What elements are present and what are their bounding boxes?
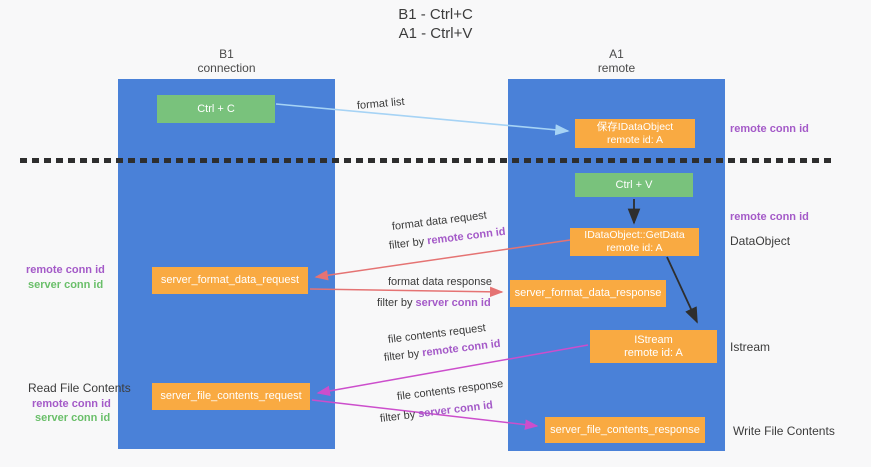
node-istream: IStream remote id: A: [590, 330, 717, 363]
label-format-data-response: format data response: [388, 276, 492, 288]
node-idataobject-getdata: IDataObject::GetData remote id: A: [570, 228, 699, 256]
label-format-response-filter: filter by server conn id: [377, 297, 491, 309]
label-format-list: format list: [356, 95, 406, 112]
getdata-line2: remote id: A: [606, 242, 663, 254]
node-ctrl-c: Ctrl + C: [157, 95, 275, 123]
node-server-format-data-request: server_format_data_request: [152, 267, 308, 294]
node-saved-idataobject: 保存IDataObject remote id: A: [575, 119, 695, 148]
ctrl-v-label: Ctrl + V: [615, 178, 653, 191]
node-ctrl-v: Ctrl + V: [575, 173, 693, 197]
format-response-label: server_format_data_response: [514, 287, 662, 299]
title-line-1: B1 - Ctrl+C: [398, 6, 473, 23]
lane-a1-name: A1: [609, 47, 624, 61]
label-server-conn-id-left-2: server conn id: [35, 412, 111, 424]
saved-idataobject-line1: 保存IDataObject: [596, 120, 674, 133]
copy-paste-divider-dashed-line: [20, 158, 832, 163]
lane-b1-name: B1: [219, 47, 234, 61]
lane-a1-role: remote: [597, 61, 636, 75]
filter-by-text: filter by: [379, 408, 419, 425]
istream-line2: remote id: A: [624, 346, 683, 359]
label-server-conn-id-left-1: server conn id: [28, 279, 104, 291]
label-file-response-filter: filter by server conn id: [379, 399, 493, 425]
lane-header-a1: A1 remote: [508, 47, 725, 75]
getdata-line1: IDataObject::GetData: [584, 229, 685, 241]
lane-header-b1: B1 connection: [118, 47, 335, 75]
file-response-label: server_file_contents_response: [550, 423, 700, 436]
title-line-2: A1 - Ctrl+V: [398, 25, 473, 42]
saved-idataobject-line2: remote id: A: [606, 133, 664, 146]
filter-by-text: filter by: [383, 347, 423, 364]
label-remote-conn-id-left-1: remote conn id: [26, 264, 105, 276]
label-istream-side: Istream: [730, 340, 771, 354]
node-server-file-contents-response: server_file_contents_response: [545, 417, 705, 443]
format-request-label: server_format_data_request: [160, 274, 300, 286]
label-dataobject: DataObject: [730, 234, 791, 248]
label-remote-conn-id-top-right: remote conn id: [730, 123, 809, 135]
label-remote-conn-id-left-2: remote conn id: [32, 398, 111, 410]
filter-by-text: filter by: [388, 235, 428, 252]
label-write-file-contents: Write File Contents: [733, 424, 835, 438]
server-conn-id-key: server conn id: [417, 399, 494, 421]
file-request-label: server_file_contents_request: [160, 390, 302, 402]
label-remote-conn-id-mid-right: remote conn id: [730, 211, 809, 223]
node-server-file-contents-request: server_file_contents_request: [152, 383, 310, 410]
arrow-format-data-response: [309, 286, 504, 298]
label-read-file-contents: Read File Contents: [28, 381, 131, 395]
diagram-title: B1 - Ctrl+C A1 - Ctrl+V: [0, 5, 871, 43]
remote-conn-id-key: remote conn id: [421, 337, 502, 360]
server-conn-id-key: server conn id: [415, 297, 491, 309]
ctrl-c-label: Ctrl + C: [197, 102, 235, 115]
lane-b1-role: connection: [197, 61, 256, 75]
filter-by-text: filter by: [377, 297, 416, 309]
remote-conn-id-key: remote conn id: [426, 225, 507, 248]
istream-line1: IStream: [634, 333, 673, 346]
node-server-format-data-response: server_format_data_response: [510, 280, 666, 307]
